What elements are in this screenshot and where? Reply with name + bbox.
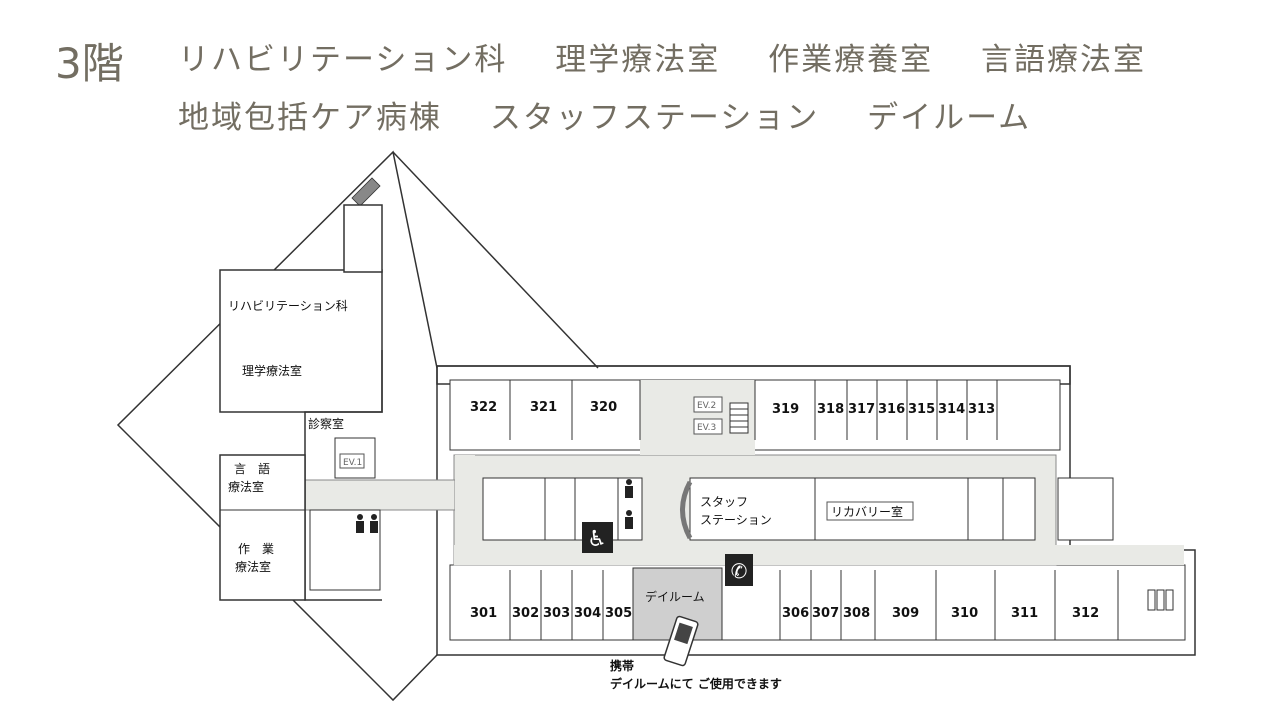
facility-staff-station: スタッフステーション <box>489 100 820 136</box>
room-309: 309 <box>892 606 919 621</box>
label-rehab: リハビリテーション科 <box>228 299 348 313</box>
diamond-outline <box>116 150 438 702</box>
room-313: 313 <box>968 402 995 417</box>
rehab-building <box>219 269 383 413</box>
phone-icon <box>725 554 753 586</box>
room-316: 316 <box>878 402 905 417</box>
room-306: 306 <box>782 606 809 621</box>
header: 3階 リハビリテーション科 理学療法室 作業療養室 言語療法室 地域包括ケア病棟… <box>0 0 1280 140</box>
label-speech-1: 言 語 <box>234 461 270 476</box>
label-exam: 診察室 <box>308 416 344 431</box>
label-staff-1: スタッフ <box>700 495 748 509</box>
room-311: 311 <box>1011 606 1038 621</box>
label-recovery: リカバリー室 <box>831 504 903 519</box>
label-ev3: EV.3 <box>697 423 716 433</box>
facility-line-1: リハビリテーション科 理学療法室 作業療養室 言語療法室 <box>178 34 1182 79</box>
room-303: 303 <box>543 606 570 621</box>
label-ev2: EV.2 <box>697 401 716 411</box>
room-310: 310 <box>951 606 978 621</box>
facility-dayroom: デイルーム <box>867 100 1032 136</box>
room-307: 307 <box>812 606 839 621</box>
room-321: 321 <box>530 400 557 415</box>
room-number-labels-top: 322 321 320 319 318 317 316 315 314 313 <box>470 400 995 417</box>
facility-rehab: リハビリテーション科 <box>178 42 508 78</box>
label-ev1: EV.1 <box>343 458 362 468</box>
phone-note-2: デイルームにて ご使用できます <box>610 676 782 691</box>
floor-label: 3階 <box>55 39 124 88</box>
label-speech-2: 療法室 <box>228 479 264 494</box>
wheelchair-icon <box>582 522 613 553</box>
facility-line-2: 地域包括ケア病棟 スタッフステーション デイルーム <box>178 92 1067 137</box>
room-302: 302 <box>512 606 539 621</box>
bottom-rooms <box>509 570 1119 640</box>
room-315: 315 <box>908 402 935 417</box>
phone-note-1: 携帯 <box>610 658 634 673</box>
room-314: 314 <box>938 402 965 417</box>
room-319: 319 <box>772 402 799 417</box>
room-305: 305 <box>605 606 632 621</box>
room-312: 312 <box>1072 606 1099 621</box>
top-rooms <box>509 380 998 440</box>
room-301: 301 <box>470 606 497 621</box>
svg-text:♿: ♿ <box>587 527 607 552</box>
facility-ward: 地域包括ケア病棟 <box>178 100 442 136</box>
room-304: 304 <box>574 606 601 621</box>
label-ot-1: 作 業 <box>238 542 274 556</box>
facility-pt: 理学療法室 <box>555 42 721 78</box>
room-number-labels-bottom: 301 302 303 304 305 306 307 308 309 310 … <box>470 606 1099 621</box>
room-320: 320 <box>590 400 617 415</box>
room-318: 318 <box>817 402 844 417</box>
facility-ot: 作業療養室 <box>768 42 934 78</box>
label-staff-2: ステーション <box>700 513 772 527</box>
facility-st: 言語療法室 <box>980 42 1146 78</box>
label-ot-2: 療法室 <box>235 559 271 574</box>
restroom-icon <box>625 479 633 529</box>
room-308: 308 <box>843 606 870 621</box>
label-dayroom: デイルーム <box>645 589 705 604</box>
label-pt: 理学療法室 <box>242 363 302 378</box>
svg-text:✆: ✆ <box>731 559 748 583</box>
stairs-diagonal <box>351 177 381 207</box>
mobile-phone-icon <box>663 615 699 667</box>
room-317: 317 <box>848 402 875 417</box>
room-322: 322 <box>470 400 497 415</box>
